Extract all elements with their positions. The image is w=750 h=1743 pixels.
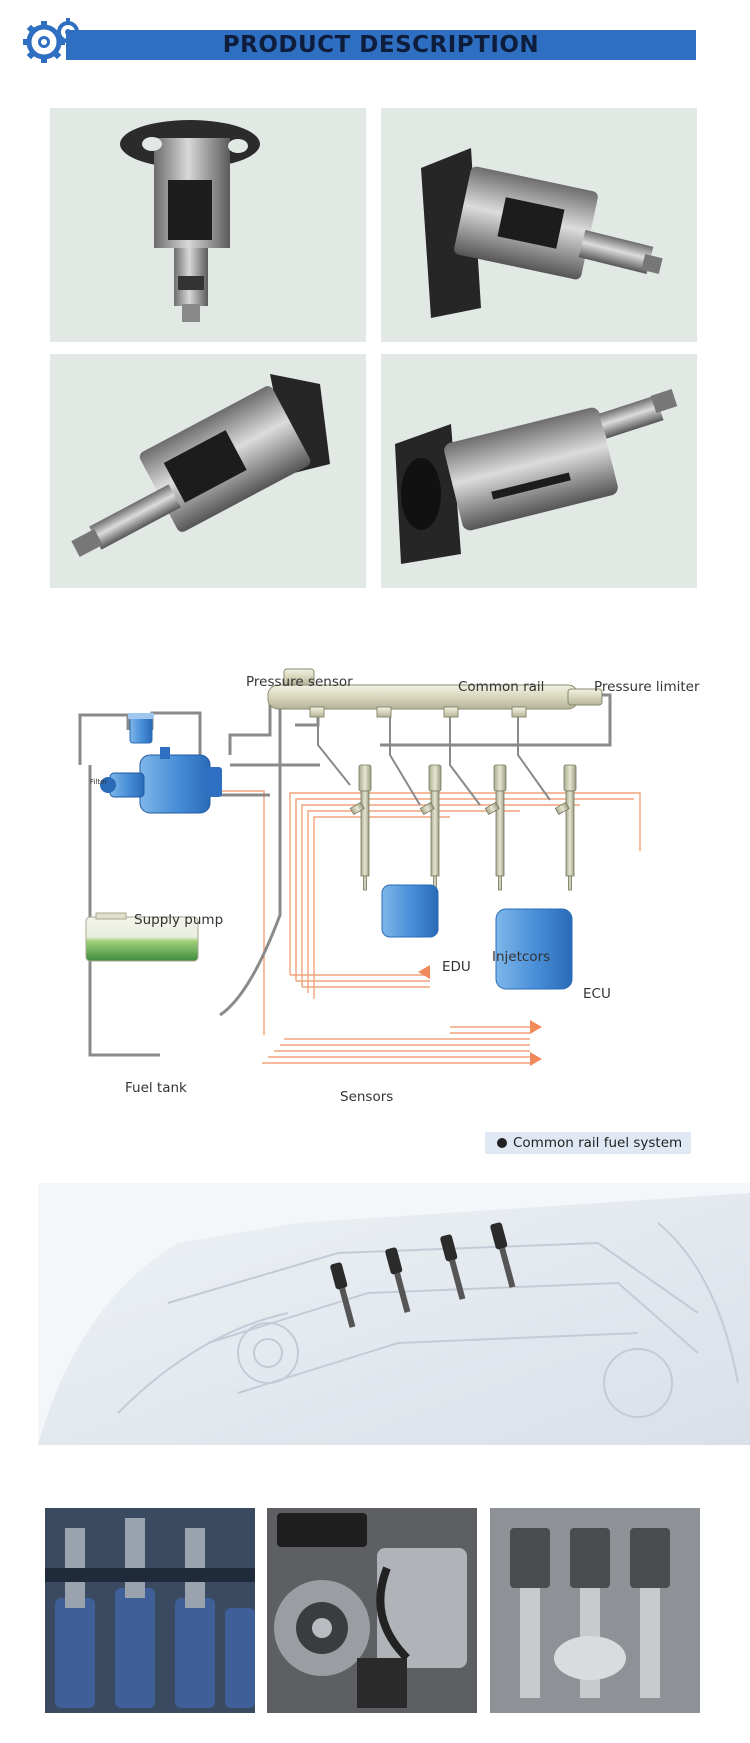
label-filter: Filter — [90, 778, 108, 786]
fuel-system-diagram — [78, 668, 641, 1066]
label-fuel-tank: Fuel tank — [125, 1080, 187, 1096]
product-photo-3 — [50, 354, 366, 588]
page-title: PRODUCT DESCRIPTION — [222, 32, 540, 58]
header-bar — [66, 30, 696, 60]
label-common-rail: Common rail — [458, 679, 545, 695]
product-photo-4 — [381, 354, 697, 588]
label-pressure-limiter: Pressure limiter — [594, 679, 700, 695]
label-pressure-sensor: Pressure sensor — [246, 674, 353, 690]
label-edu: EDU — [442, 959, 471, 975]
engine-illustration — [38, 1183, 750, 1445]
gear-icon — [23, 18, 82, 63]
label-injectors: Injetcors — [492, 949, 551, 965]
engine-photo-1 — [45, 1508, 255, 1713]
label-ecu: ECU — [583, 986, 611, 1002]
engine-photo-3 — [490, 1508, 700, 1713]
bullet-icon — [497, 1138, 507, 1148]
product-photo-2 — [381, 108, 697, 342]
caption-text: Common rail fuel system — [513, 1135, 683, 1151]
product-photo-1 — [50, 108, 366, 342]
label-sensors: Sensors — [340, 1089, 394, 1105]
engine-photo-2 — [267, 1508, 477, 1713]
diagram-caption: Common rail fuel system — [485, 1132, 691, 1154]
label-supply-pump: Supply pump — [134, 912, 224, 928]
